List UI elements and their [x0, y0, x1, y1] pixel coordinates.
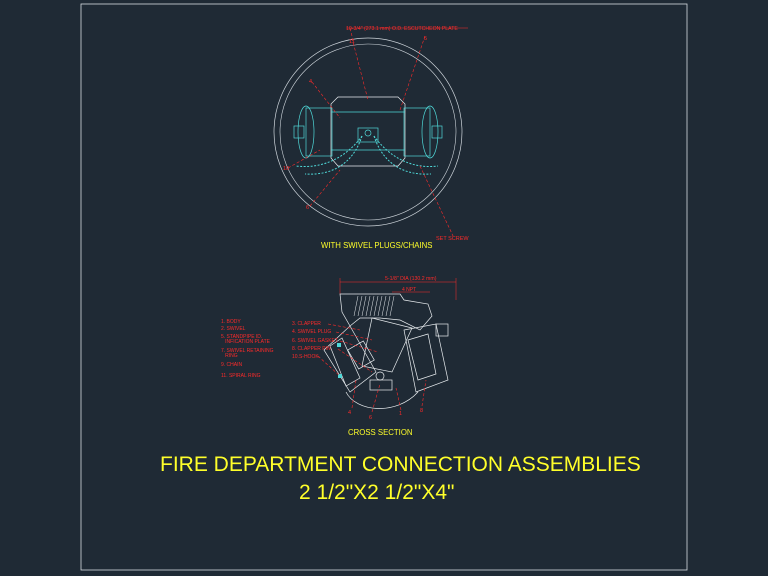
legend-item: 6. SWIVEL GASKET	[292, 338, 338, 344]
cross-section-dimensions	[339, 278, 457, 300]
set-screw-label: SET SCREW	[436, 236, 469, 242]
drawing-title: FIRE DEPARTMENT CONNECTION ASSEMBLIES	[160, 453, 641, 476]
cross-section-caption: CROSS SECTION	[348, 428, 413, 437]
legend-item: 4. SWIVEL PLUG	[292, 329, 331, 335]
legend-item: 8. CLAPPER PIN	[292, 346, 331, 352]
callout-4: 4	[348, 410, 351, 416]
cross-section-leaders	[317, 323, 427, 413]
top-view-caption: WITH SWIVEL PLUGS/CHAINS	[321, 241, 432, 250]
callout-6: 6	[369, 415, 372, 421]
callout-4: 4	[309, 79, 312, 85]
legend-item: 11. SPIRAL RING	[221, 373, 261, 379]
escutcheon-outer-circle	[273, 37, 463, 227]
escutcheon-dimension-note: 10-3/4" (273.1 mm) O.D. ESCUTCHEON PLATE	[346, 26, 458, 32]
callout-10: 10	[283, 166, 289, 172]
chains	[295, 135, 439, 175]
cross-section-dimension-note-2: 4 NPT	[402, 287, 416, 293]
legend-item: 3. CLAPPER	[292, 321, 321, 327]
cross-section-dimension-note: 5-1/8" DIA (130.2 mm)	[385, 276, 437, 282]
legend-item: 5. STANDPIPE ID.	[221, 334, 262, 340]
cross-section-accents	[337, 343, 342, 378]
callout-5: 5	[424, 36, 427, 42]
cross-section-view: 5-1/8" DIA (130.2 mm) 4 NPT	[221, 276, 457, 437]
cross-section-body	[323, 293, 449, 409]
legend-item: 1. BODY	[221, 319, 241, 325]
legend-item: 10.S-HOOK	[292, 354, 319, 360]
legend-item: RING	[221, 353, 238, 359]
top-view-leaders	[287, 27, 455, 239]
drawing-frame	[80, 3, 688, 571]
drawing-subtitle: 2 1/2"X2 1/2"X4"	[299, 481, 455, 504]
callout-6: 6	[306, 205, 309, 211]
connection-body	[293, 96, 443, 167]
legend-item: 2. SWIVEL	[221, 326, 246, 332]
top-view: 10-3/4" (273.1 mm) O.D. ESCUTCHEON PLATE…	[273, 26, 469, 250]
escutcheon-inner-circle	[279, 43, 457, 221]
legend-item: INFICATION PLATE	[221, 339, 271, 345]
callout-11: 11	[349, 39, 355, 45]
callout-1: 1	[399, 411, 402, 417]
callout-8: 8	[420, 408, 423, 414]
legend-item: 9. CHAIN	[221, 362, 243, 368]
legend-item: 7. SWIVEL RETAINING	[221, 348, 274, 354]
